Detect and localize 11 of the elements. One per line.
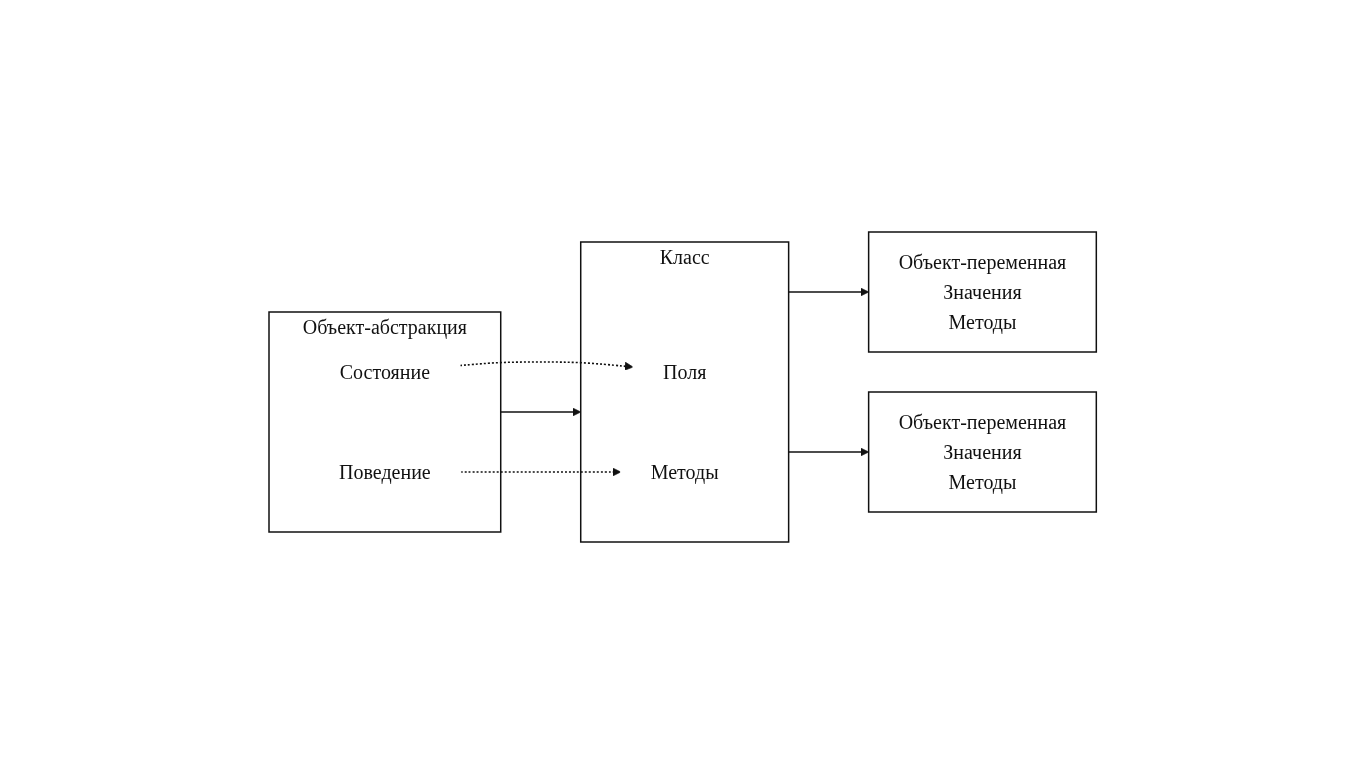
node-box: Объект-переменная Значения Методы [867,231,1097,353]
arrow [459,361,634,371]
arrow [787,287,869,297]
arrow [787,447,869,457]
arrow [459,467,621,477]
node-text: Методы [650,461,719,483]
node-text: Поля [662,361,707,383]
node-box: Объект-переменная Значения Методы [867,391,1097,513]
arrow [499,407,581,417]
node-text: Поведение [338,461,431,483]
node-text: Состояние [339,361,430,383]
